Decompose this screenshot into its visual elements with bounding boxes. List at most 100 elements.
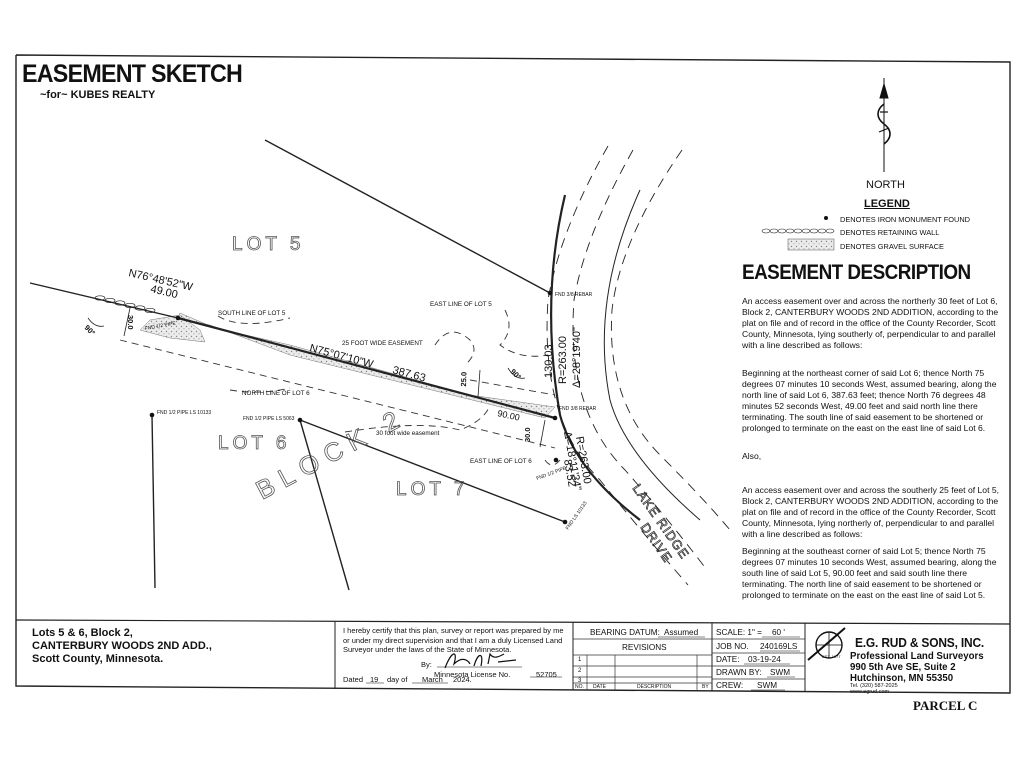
page-subtitle: ~for~ KUBES REALTY: [40, 89, 156, 101]
firm-address-1: 990 5th Ave SE, Suite 2: [850, 661, 956, 673]
easement-30-south-line: [119, 339, 556, 449]
description-paragraph-4: An access easement over and across the s…: [742, 485, 1000, 539]
scale-label: SCALE: 1" =: [716, 628, 762, 637]
surveyor-signature: [444, 652, 517, 669]
firm-website: www.egrud.com: [850, 689, 890, 695]
dimension-25: 25.0: [459, 372, 469, 387]
lot6-west-line: [151, 414, 156, 589]
south-line-lot5-leader: [217, 315, 291, 324]
lot5-north-line: [264, 139, 551, 294]
rev-row-1: 1: [578, 657, 582, 663]
description-heading: EASEMENT DESCRIPTION: [742, 261, 971, 284]
license-label: Minnesota License No.: [434, 670, 511, 679]
license-number: 52705: [536, 670, 557, 679]
east-line-lot6-label: EAST LINE OF LOT 6: [470, 458, 532, 465]
easement-30-leader: [344, 404, 491, 433]
north-label: NORTH: [866, 179, 905, 191]
lot6-north-line: [177, 316, 556, 420]
drawn-by-value: SWM: [770, 668, 791, 677]
distance-3: 90.00: [497, 408, 521, 422]
bearing-datum-value: Assumed: [664, 628, 699, 637]
curve2-length: 83.52: [561, 458, 578, 487]
easement-30-label: 30 foot wide easement: [376, 430, 440, 437]
titleblock-top-line: [15, 619, 1011, 625]
east-line-lot5-leader: [499, 309, 549, 357]
angle-90-west: 90°: [83, 323, 97, 337]
revisions-heading: REVISIONS: [622, 643, 667, 652]
parcel-line-1: Lots 5 & 6, Block 2,: [32, 627, 133, 639]
rev-row-3: 3: [578, 678, 582, 684]
legend-wall-symbol: [761, 228, 835, 234]
rev-col-description: DESCRIPTION: [637, 684, 672, 690]
east-line-lot6-leader: [544, 459, 561, 466]
dimension-30-east: 30.0: [523, 427, 532, 442]
firm-address-2: Hutchinson, MN 55350: [850, 672, 954, 684]
firm-tagline: Professional Land Surveyors: [850, 650, 984, 662]
description-paragraph-1: An access easement over and across the n…: [742, 296, 999, 350]
road-row-east-line: [603, 189, 701, 521]
lot6-label: LOT 6: [218, 433, 290, 454]
road-dashed-edge-1: [546, 145, 689, 586]
retaining-wall: [94, 295, 156, 314]
date-label: DATE:: [716, 655, 740, 664]
rev-row-2: 2: [578, 668, 582, 674]
parcel-label: PARCEL C: [913, 698, 978, 713]
parcel-line-3: Scott County, Minnesota.: [32, 653, 164, 665]
north-line-lot6-label: NORTH LINE OF LOT 6: [242, 390, 310, 397]
dated-year: 2024.: [453, 675, 472, 684]
road-dashed-edge-2: [572, 149, 708, 571]
dated-month: March: [422, 675, 443, 684]
job-label: JOB NO.: [716, 642, 749, 651]
easement-25-leader: [434, 331, 475, 366]
curve1-delta: Δ=28°19'40": [571, 327, 583, 388]
angle-90-east: 90°: [509, 367, 523, 381]
bearing-datum-label: BEARING DATUM:: [590, 628, 660, 637]
dimension-30-west: 30.0: [126, 315, 135, 330]
rev-col-by: BY: [702, 684, 709, 690]
day-of-label: day of: [387, 675, 408, 684]
road-dashed-edge-3: [610, 149, 731, 531]
legend-item-monument: DENOTES IRON MONUMENT FOUND: [840, 215, 971, 224]
fnd-pipe-label-c: FND 1/2 PIPE LS 5063: [243, 416, 295, 422]
lot7-label: LOT 7: [396, 479, 468, 500]
page-title: EASEMENT SKETCH: [22, 60, 243, 88]
lot5-label: LOT 5: [232, 234, 304, 255]
scale-value: 60 ': [772, 628, 785, 637]
dated-day: 19: [370, 675, 379, 684]
crew-label: CREW:: [716, 681, 744, 690]
south-line-lot5-label: SOUTH LINE OF LOT 5: [218, 310, 286, 317]
by-label: By:: [421, 660, 432, 669]
description-paragraph-2: Beginning at the northeast corner of sai…: [742, 368, 997, 433]
legend-item-wall: DENOTES RETAINING WALL: [840, 228, 940, 237]
north-arrow: [877, 78, 891, 172]
easement-25-label: 25 FOOT WIDE EASEMENT: [342, 340, 423, 347]
firm-name: E.G. RUD & SONS, INC.: [855, 635, 985, 650]
legend-monument-symbol: [824, 216, 828, 220]
firm-logo: EST. 1977: [807, 627, 846, 661]
dated-label: Dated: [343, 675, 364, 684]
date-value: 03-19-24: [748, 655, 781, 664]
iron-monuments: [149, 290, 568, 525]
fnd-ls-label: FND LS 10133: [565, 500, 589, 531]
job-number: 240169LS: [760, 642, 798, 651]
legend-item-gravel: DENOTES GRAVEL SURFACE: [840, 242, 944, 251]
description-paragraph-5: Beginning at the southeast corner of sai…: [742, 546, 997, 600]
drawn-by-label: DRAWN BY:: [716, 668, 762, 677]
sheet-border: [15, 54, 1011, 694]
revisions-grid: [573, 638, 712, 690]
job-info-grid: [712, 638, 805, 680]
fnd-pipe-label-d: FND 1/2 PIPE: [536, 465, 568, 482]
easement-25-north-line: [469, 379, 556, 396]
fnd-pipe-label-b: FND 1/2 PIPE LS 10133: [157, 410, 211, 416]
legend-gravel-symbol: [787, 238, 835, 251]
fnd-rebar-label-2: FND 3/8 REBAR: [559, 406, 597, 412]
curve1-radius: R=263.00: [557, 336, 569, 384]
legend-title: LEGEND: [864, 198, 910, 210]
fnd-pipe-label-a: FND 1/2 PIPE: [144, 320, 177, 331]
rev-col-no: NO.: [575, 684, 584, 690]
lot6-7-line: [299, 419, 566, 523]
lot6-7-line-south: [299, 419, 350, 591]
parcel-line-2: CANTERBURY WOODS 2ND ADD.,: [32, 640, 212, 652]
